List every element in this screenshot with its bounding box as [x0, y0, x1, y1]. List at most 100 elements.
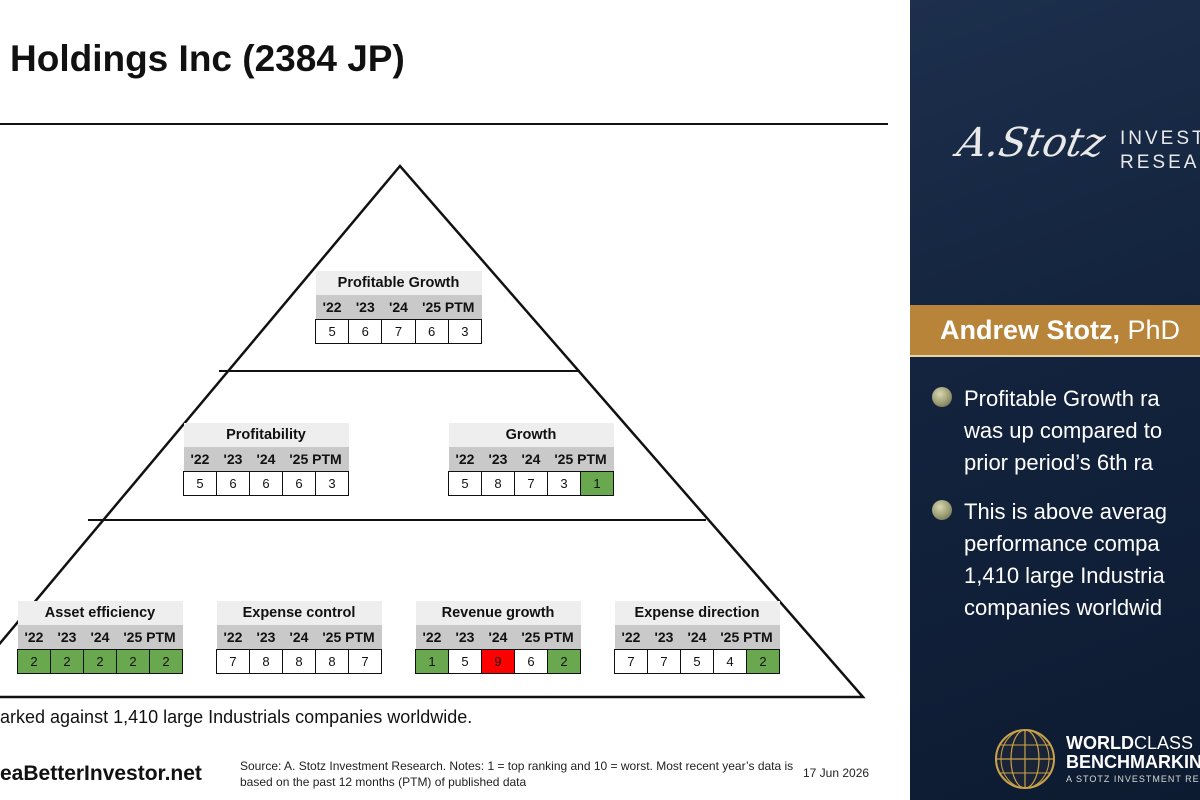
pyramid-diagram — [0, 164, 866, 699]
ranking-title: Revenue growth — [415, 601, 581, 625]
year-header: '22 — [415, 625, 449, 650]
rank-cell: 3 — [315, 471, 349, 496]
rank-cell: 6 — [282, 471, 316, 496]
ranking-revenue-growth: Revenue growth '22 '23 '24 '25 PTM 1 5 9… — [415, 601, 581, 674]
rank-cell: 2 — [547, 649, 581, 674]
year-header: '23 — [50, 625, 84, 650]
rank-cell: 3 — [447, 319, 483, 344]
wcb-world: WORLD — [1066, 733, 1134, 753]
presenter-bar: Andrew Stotz, PhD — [910, 305, 1200, 357]
year-header: '22 — [614, 625, 648, 650]
globe-icon — [995, 729, 1055, 789]
astotz-signature-logo: A.Stotz — [953, 120, 1110, 166]
wcb-class: CLASS — [1133, 733, 1194, 753]
year-header: '24 — [481, 625, 515, 650]
presenter-name-text: Andrew Stotz, — [940, 315, 1120, 345]
ranking-profitable-growth: Profitable Growth '22 '23 '24 '25 PTM 5 … — [314, 271, 483, 344]
bullet-icon — [932, 500, 952, 520]
benchmark-note: arked against 1,410 large Industrials co… — [0, 707, 473, 727]
year-header: '24 — [514, 447, 548, 472]
title-rule — [0, 123, 888, 125]
rank-cell: 6 — [216, 471, 250, 496]
year-header: '25 PTM — [282, 447, 349, 472]
year-header: '23 — [448, 625, 482, 650]
year-header: '23 — [216, 447, 250, 472]
wcb-line-1: WORLDCLASS — [1066, 733, 1193, 754]
rank-cell: 7 — [216, 649, 250, 674]
brand-line-2: RESEA — [1120, 152, 1200, 173]
year-header: '25 PTM — [713, 625, 780, 650]
wcb-line-3: A STOTZ INVESTMENT RESEA — [1066, 774, 1200, 784]
year-header: '25 PTM — [116, 625, 183, 650]
year-header: '23 — [481, 447, 515, 472]
slide: Holdings Inc (2384 JP) Profitable Growth… — [0, 38, 888, 789]
rank-cell: 1 — [415, 649, 449, 674]
presenter-panel: A.Stotz INVEST RESEA Andrew Stotz, PhD P… — [910, 0, 1200, 800]
year-header: '23 — [348, 295, 382, 320]
rank-cell: 3 — [547, 471, 581, 496]
source-note: Source: A. Stotz Investment Research. No… — [240, 759, 794, 789]
ranking-expense-control: Expense control '22 '23 '24 '25 PTM 7 8 … — [216, 601, 382, 674]
ranking-title: Profitable Growth — [315, 271, 482, 295]
brand-line-1: INVEST — [1120, 128, 1200, 149]
year-header: '24 — [83, 625, 117, 650]
rank-cell: 8 — [282, 649, 316, 674]
year-header: '22 — [183, 447, 217, 472]
bullet-icon — [932, 387, 952, 407]
rank-cell: 7 — [647, 649, 681, 674]
rank-cell: 1 — [580, 471, 614, 496]
presenter-title: PhD — [1120, 315, 1181, 345]
wcb-line-2: BENCHMARKIN — [1066, 752, 1200, 772]
year-header: '24 — [381, 295, 416, 320]
ranking-title: Expense direction — [614, 601, 780, 625]
ranking-title: Asset efficiency — [17, 601, 183, 625]
rank-cell: 5 — [314, 319, 350, 344]
year-header: '22 — [216, 625, 250, 650]
rank-cell: 6 — [249, 471, 283, 496]
presenter-name: Andrew Stotz, PhD — [940, 315, 1180, 346]
rank-cell: 6 — [348, 319, 383, 344]
rank-cell: 7 — [614, 649, 648, 674]
year-header: '24 — [282, 625, 316, 650]
rank-cell: 7 — [348, 649, 382, 674]
pyramid-outline — [0, 164, 866, 699]
ranking-title: Profitability — [183, 423, 349, 447]
year-header: '24 — [680, 625, 714, 650]
year-header: '25 PTM — [547, 447, 614, 472]
rank-cell: 8 — [315, 649, 349, 674]
year-header: '22 — [315, 295, 349, 320]
rank-cell: 5 — [448, 649, 482, 674]
ranking-title: Expense control — [216, 601, 382, 625]
rank-cell: 2 — [50, 649, 84, 674]
rank-cell: 2 — [149, 649, 183, 674]
rank-cell: 5 — [680, 649, 714, 674]
rank-cell: 7 — [514, 471, 548, 496]
rank-cell: 6 — [514, 649, 548, 674]
rank-cell: 2 — [83, 649, 117, 674]
rank-cell: 4 — [713, 649, 747, 674]
bullet-text: Profitable Growth ra was up compared to … — [964, 386, 1163, 475]
rank-cell: 2 — [17, 649, 51, 674]
year-header: '22 — [17, 625, 51, 650]
page-title: Holdings Inc (2384 JP) — [10, 38, 405, 79]
website-link[interactable]: eaBetterInvestor.net — [0, 762, 202, 785]
rank-cell: 5 — [448, 471, 482, 496]
year-header: '24 — [249, 447, 283, 472]
bullet-text: This is above averag performance compa 1… — [964, 499, 1167, 620]
rank-cell: 5 — [183, 471, 217, 496]
year-header: '25 PTM — [514, 625, 581, 650]
rank-cell: 6 — [414, 319, 449, 344]
rank-cell: 2 — [116, 649, 150, 674]
ranking-title: Growth — [448, 423, 614, 447]
rank-cell: 8 — [249, 649, 283, 674]
rank-cell: 2 — [746, 649, 780, 674]
ranking-growth: Growth '22 '23 '24 '25 PTM 5 8 7 3 1 — [448, 423, 614, 496]
ranking-asset-efficiency: Asset efficiency '22 '23 '24 '25 PTM 2 2… — [17, 601, 183, 674]
rank-cell: 7 — [381, 319, 416, 344]
rank-cell: 8 — [481, 471, 515, 496]
year-header: '25 PTM — [415, 295, 482, 320]
report-date: 17 Jun 2026 — [803, 766, 870, 780]
year-header: '23 — [249, 625, 283, 650]
year-header: '23 — [647, 625, 681, 650]
year-header: '25 PTM — [315, 625, 382, 650]
